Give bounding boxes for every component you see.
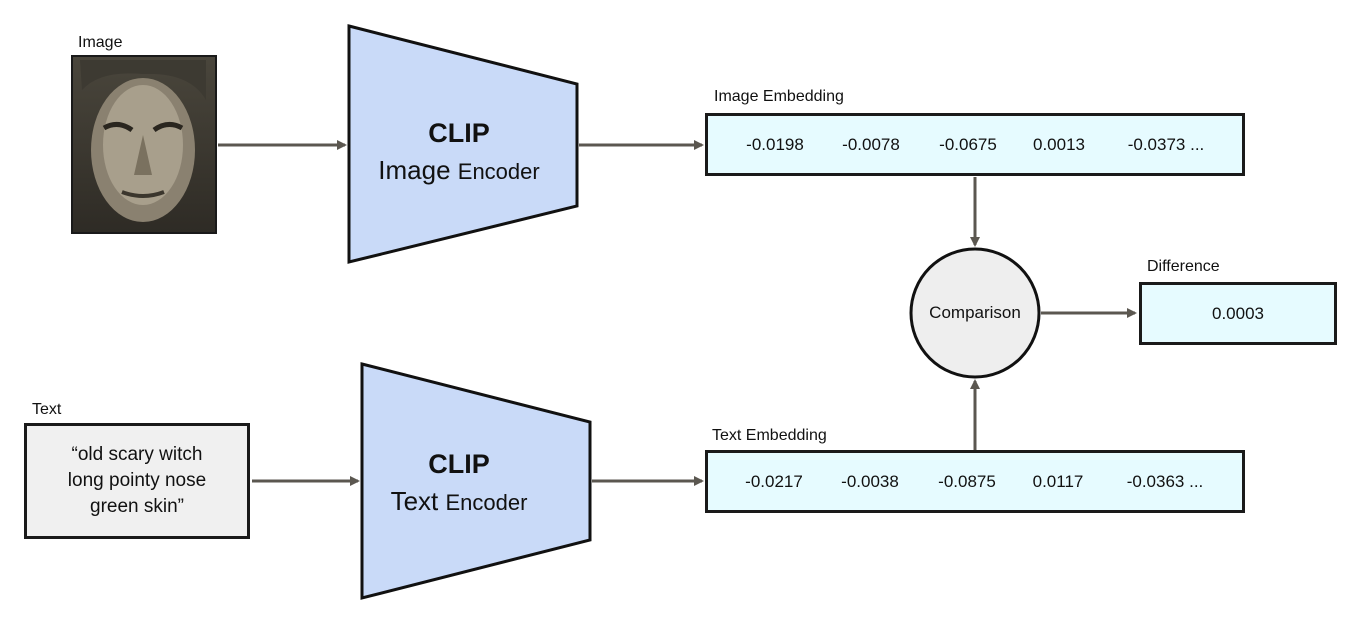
image-encoder-clip: CLIP [428, 118, 490, 148]
text-encoder-clip: CLIP [428, 449, 490, 479]
text-label: Text [32, 401, 62, 418]
embedding-value: -0.0078 [842, 134, 900, 154]
embedding-value: 0.0117 [1032, 471, 1084, 491]
embedding-value: -0.0038 [841, 471, 899, 491]
embedding-value: -0.0198 [746, 134, 804, 154]
embedding-value: -0.0675 [939, 134, 997, 154]
image-embedding-label: Image Embedding [714, 88, 844, 105]
text-encoder-title: CLIP Text Encoder [391, 449, 528, 517]
image-label: Image [78, 34, 123, 51]
text-input-box: “old scary witch long pointy nose green … [24, 423, 250, 539]
embedding-value: -0.0363 ... [1126, 471, 1204, 491]
image-encoder-suffix: Encoder [457, 159, 540, 184]
comparison-label: Comparison [929, 303, 1021, 322]
embedding-value: 0.0013 [1033, 134, 1085, 154]
image-encoder-word: Image [378, 155, 451, 185]
text-encoder-shape [360, 362, 592, 600]
witch-portrait-image [71, 55, 217, 234]
text-line: “old scary witch [71, 444, 203, 465]
embedding-value: -0.0217 [745, 471, 803, 491]
difference-label: Difference [1147, 258, 1220, 275]
difference-value: 0.0003 [1212, 303, 1264, 323]
text-embedding-box: -0.0217 -0.0038 -0.0875 0.0117 -0.0363 .… [705, 450, 1245, 513]
image-embedding-box: -0.0198 -0.0078 -0.0675 0.0013 -0.0373 .… [705, 113, 1245, 176]
text-encoder-word: Text [390, 486, 439, 516]
image-encoder-title: CLIP Image Encoder [378, 118, 539, 186]
difference-box: 0.0003 [1139, 282, 1337, 345]
text-encoder-suffix: Encoder [445, 490, 528, 515]
text-line: green skin” [90, 496, 184, 517]
image-encoder-shape [347, 24, 579, 264]
comparison-node [909, 247, 1041, 379]
embedding-value: -0.0875 [938, 471, 996, 491]
text-embedding-label: Text Embedding [712, 427, 827, 444]
embedding-value: -0.0373 ... [1127, 134, 1205, 154]
text-line: long pointy nose [67, 470, 207, 491]
